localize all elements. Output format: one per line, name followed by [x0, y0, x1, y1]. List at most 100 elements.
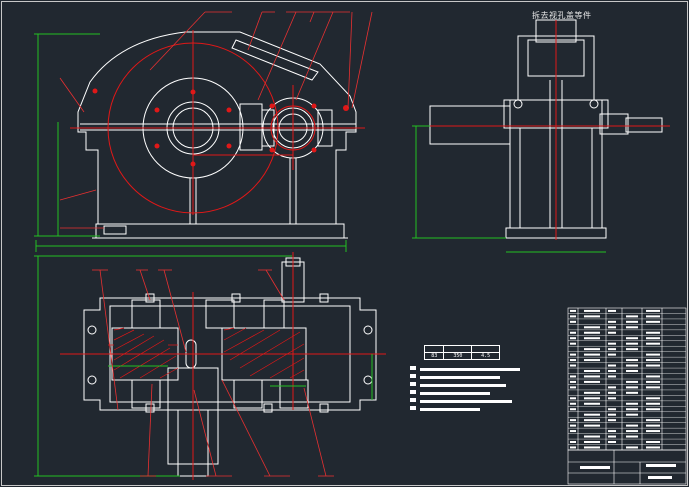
parts-list-cell-mark: [626, 359, 638, 362]
param-header-3: [471, 345, 500, 353]
parts-list-cell-mark: [584, 397, 600, 400]
parts-list-cell-mark: [570, 446, 576, 449]
parts-list-cell-mark: [608, 386, 616, 389]
parts-list-cell-mark: [646, 380, 660, 383]
parts-list-cell-mark: [584, 413, 600, 416]
parts-list-cell-mark: [608, 353, 616, 356]
parts-list-cell-mark: [584, 315, 600, 318]
parts-list-cell-mark: [570, 315, 576, 318]
parts-list-cell-mark: [646, 309, 660, 312]
parts-list-cell-mark: [626, 391, 638, 394]
parts-list-cell-mark: [584, 337, 600, 340]
parts-list-cell-mark: [570, 408, 576, 411]
title-block: [567, 449, 687, 485]
parts-list-cell-mark: [570, 342, 576, 345]
parts-list-cell-mark: [584, 435, 600, 438]
output-shaft-side: [625, 117, 663, 133]
parts-list-cell-mark: [608, 364, 616, 367]
parts-list-cell-mark: [608, 419, 616, 422]
parts-list-cell-mark: [626, 348, 638, 351]
parts-list-cell-mark: [608, 408, 616, 411]
parts-list-cell-mark: [646, 315, 660, 318]
parts-list-cell-mark: [608, 320, 616, 323]
parts-list-cell-mark: [584, 424, 600, 427]
parts-list-cell-mark: [646, 342, 660, 345]
parts-list-cell-mark: [626, 337, 638, 340]
parts-list-cell-mark: [646, 440, 660, 443]
parts-list-cell-mark: [646, 320, 660, 323]
parts-list-cell-mark: [626, 408, 638, 411]
front-view-leaders: [59, 11, 373, 229]
parts-list-cell-mark: [646, 408, 660, 411]
parts-list-cell-mark: [584, 391, 600, 394]
parts-list-cell-mark: [584, 359, 600, 362]
parts-list-cell-mark: [570, 380, 576, 383]
parts-list-cell-mark: [570, 353, 576, 356]
parts-list-cell-mark: [570, 397, 576, 400]
parts-list-cell-mark: [626, 380, 638, 383]
parts-list-cell-mark: [608, 309, 616, 312]
parts-list-cell-mark: [626, 326, 638, 329]
parts-list-cell-mark: [608, 326, 616, 329]
parts-list-cell-mark: [570, 320, 576, 323]
top-view-centerlines: [60, 252, 386, 480]
parts-list-cell-mark: [570, 430, 576, 433]
front-view-centerlines: [70, 30, 365, 215]
parts-list-cell-mark: [584, 440, 600, 443]
parts-list-cell-mark: [626, 315, 638, 318]
parts-list-cell-mark: [584, 331, 600, 334]
parts-list-cell-mark: [570, 386, 576, 389]
top-view-leaders: [92, 269, 334, 477]
parts-list-cell-mark: [626, 364, 638, 367]
parts-list-cell-mark: [608, 435, 616, 438]
parts-list-cell-mark: [626, 369, 638, 372]
param-header-2: [443, 345, 473, 353]
parts-list-cell-mark: [570, 402, 576, 405]
parts-list-cell-mark: [626, 320, 638, 323]
parts-list-cell-mark: [584, 348, 600, 351]
param-value-2: 350: [443, 352, 473, 360]
parts-list-cell-mark: [626, 402, 638, 405]
front-view-bolt-holes: [92, 88, 349, 167]
parts-list-cell-mark: [608, 369, 616, 372]
front-view-dimensions: [34, 33, 347, 252]
parts-list-cell-mark: [608, 397, 616, 400]
parts-list-cell-mark: [584, 419, 600, 422]
side-view-dimensions: [412, 125, 606, 253]
side-view: [429, 19, 663, 239]
parts-list-cell-mark: [584, 353, 600, 356]
parts-list-cell-mark: [570, 419, 576, 422]
parts-list-cell-mark: [570, 331, 576, 334]
parts-list-rows: [568, 313, 686, 445]
technical-notes: [410, 366, 520, 411]
parts-list-cell-mark: [584, 402, 600, 405]
parts-list-cell-mark: [646, 364, 660, 367]
parts-list-cell-mark: [646, 353, 660, 356]
parts-list-cell-mark: [646, 386, 660, 389]
front-view-housing: [77, 31, 357, 224]
parts-list-cell-mark: [608, 342, 616, 345]
parts-list-cell-mark: [646, 337, 660, 340]
title-block-frame: [567, 449, 687, 485]
input-shaft-side: [429, 105, 511, 145]
parts-list-cell-mark: [646, 430, 660, 433]
inspection-cover: [231, 39, 319, 81]
top-view-dimensions: [34, 255, 373, 477]
parts-list-cell-mark: [584, 369, 600, 372]
parts-list-cell-mark: [626, 446, 638, 449]
parts-list-cell-mark: [570, 359, 576, 362]
parts-list-cell-mark: [608, 375, 616, 378]
parts-list-cell-mark: [608, 440, 616, 443]
parts-list-cell-mark: [584, 375, 600, 378]
parts-list-cell-mark: [646, 375, 660, 378]
parts-list-cell-mark: [646, 419, 660, 422]
top-view: [83, 257, 377, 477]
parts-list-cell-mark: [626, 424, 638, 427]
parts-list-cell-mark: [608, 331, 616, 334]
parts-list-cell-mark: [608, 391, 616, 394]
gear-parameters-table: 83 350 4.5: [423, 345, 500, 360]
title-block-fills: [580, 464, 676, 479]
parts-list-cell-mark: [584, 380, 600, 383]
